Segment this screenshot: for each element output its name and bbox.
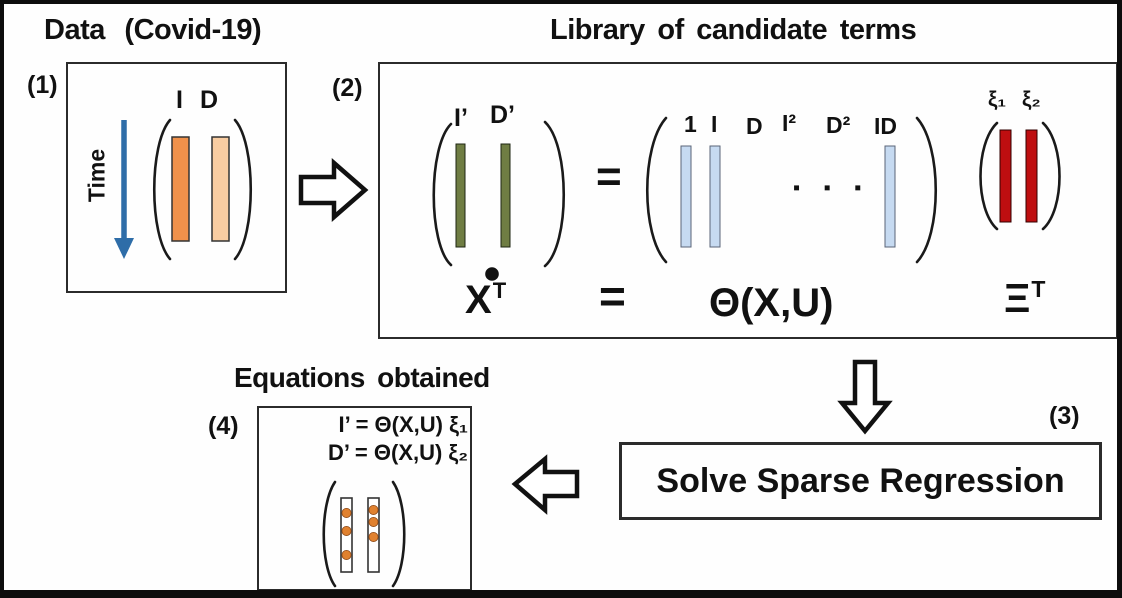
x-dot-overdot <box>485 267 499 281</box>
arrow-step1-to-step2 <box>298 158 369 222</box>
derivative-matrix-right-paren <box>543 120 565 268</box>
library-col-label-id: ID <box>874 113 897 139</box>
xi2-label: ξ₂ <box>1022 88 1041 111</box>
data-column-headers: I D <box>176 88 218 113</box>
step4-number: (4) <box>208 412 239 440</box>
library-col-label-1: 1 <box>684 111 697 137</box>
coef-dot <box>368 517 379 528</box>
step3-number: (3) <box>1049 402 1080 430</box>
equals-bottom: = <box>599 270 626 322</box>
xi-matrix-right-paren <box>1041 121 1061 231</box>
derivative-matrix-left-paren <box>432 122 453 267</box>
library-col-1-bar <box>680 145 692 248</box>
library-matrix-left-paren <box>646 116 668 264</box>
step2-number: (2) <box>332 74 363 102</box>
col-label-d: D <box>199 86 219 114</box>
x-symbol: X <box>465 278 492 322</box>
coef-dot <box>368 504 379 515</box>
coef-dot <box>368 532 379 543</box>
i-prime-bar <box>455 143 466 248</box>
xi-transpose-symbol: ΞT <box>1004 278 1045 319</box>
library-col-label-i2: I² <box>782 110 797 136</box>
library-col-label-d: D <box>746 113 763 139</box>
xi-transpose-sup: T <box>1031 276 1046 302</box>
infected-data-bar <box>171 136 190 242</box>
solution-matrix-right-paren <box>391 480 406 588</box>
equals-top: = <box>596 152 622 201</box>
lhs-col-d-prime: D’ <box>490 101 515 129</box>
xi-matrix-left-paren <box>979 121 999 231</box>
library-col-id-bar <box>884 145 896 248</box>
xi1-bar <box>999 129 1012 223</box>
data-matrix-right-paren <box>233 118 252 261</box>
equation-i-prime: I’ = Θ(X,U) ξ₁ <box>338 412 468 437</box>
solution-matrix-left-paren <box>322 480 337 588</box>
library-col-label-i: I <box>711 111 718 137</box>
library-panel <box>378 62 1117 339</box>
xi2-bar <box>1025 129 1038 223</box>
equation-d-prime: D’ = Θ(X,U) ξ₂ <box>328 440 468 465</box>
coef-dot <box>341 526 352 537</box>
time-arrow-head <box>114 238 134 259</box>
library-col-label-d2: D² <box>826 112 851 138</box>
data-panel <box>66 62 287 293</box>
data-matrix-left-paren <box>153 118 172 261</box>
equations-section-title: Equations obtained <box>234 362 490 393</box>
library-section-title: Library of candidate terms <box>550 14 917 46</box>
lhs-col-i-prime: I’ <box>454 104 468 132</box>
deceased-data-bar <box>211 136 230 242</box>
coef-dot <box>341 550 352 561</box>
xi1-label: ξ₁ <box>988 88 1007 111</box>
library-col-i-bar <box>709 145 721 248</box>
sparse-regression-panel: Solve Sparse Regression <box>619 442 1102 520</box>
equations-panel <box>257 406 472 590</box>
data-section-title: Data (Covid-19) <box>44 14 262 46</box>
xi-symbol: Ξ <box>1004 275 1031 321</box>
arrow-step2-to-step3 <box>837 359 893 435</box>
x-transpose-sup: T <box>492 278 507 303</box>
coef-dot <box>341 507 352 518</box>
sparse-regression-label: Solve Sparse Regression <box>656 461 1065 500</box>
arrow-step3-to-step4 <box>511 454 580 515</box>
col-label-i: I <box>176 86 183 114</box>
time-axis-label: Time <box>83 148 110 203</box>
step1-number: (1) <box>27 71 58 99</box>
x-dot-transpose-symbol: XT <box>465 278 507 322</box>
d-prime-bar <box>500 143 511 248</box>
theta-xu-symbol: Θ(X,U) <box>709 281 834 325</box>
diagram-graphics-layer <box>114 116 1061 588</box>
library-ellipsis: ▪ ▪ ▪ <box>793 177 871 199</box>
library-matrix-right-paren <box>915 116 937 264</box>
